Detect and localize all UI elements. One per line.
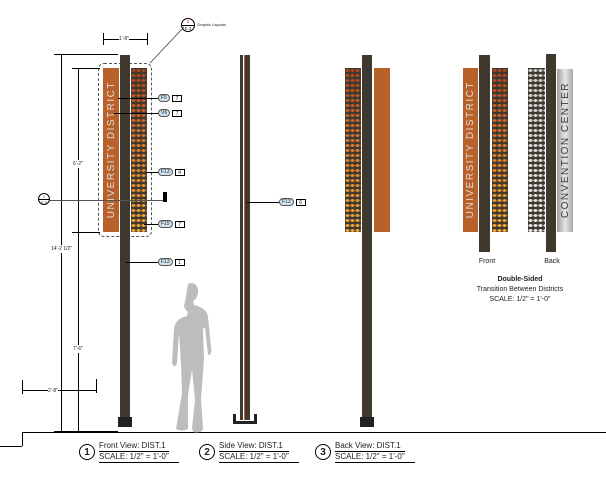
callout-num: 7: [171, 94, 182, 102]
ds-caption-2: Transition Between Districts: [476, 286, 564, 293]
leader: [118, 98, 158, 99]
sign-text: UNIVERSITY DISTRICT: [105, 81, 117, 219]
view-scale: SCALE: 1/2" = 1'-0": [219, 451, 289, 461]
width-dim: 1'-8": [119, 35, 129, 43]
view-name: Side View: DIST.1: [219, 441, 283, 450]
dim-tick: [103, 33, 104, 45]
ds-front-panel: UNIVERSITY DISTRICT: [463, 68, 478, 232]
callout-num: 4: [174, 168, 185, 176]
side-pole: [240, 55, 250, 420]
callout-code: F13: [158, 168, 173, 176]
dim-tick: [72, 232, 100, 233]
leader: [126, 262, 158, 263]
callout-num: 1: [174, 258, 185, 266]
ds-front-text: UNIVERSITY DISTRICT: [465, 81, 476, 219]
pattern-panel: [131, 68, 147, 232]
callout-code: F5: [158, 94, 170, 102]
black-bar: [163, 192, 167, 202]
leader: [247, 202, 279, 203]
view-scale: SCALE: 1/2" = 1'-0": [335, 451, 405, 461]
lower-dim: 7'-6": [73, 345, 83, 353]
view-number: 3: [315, 444, 331, 460]
view-number: 2: [199, 444, 215, 460]
graphic-layouts-label: Graphic Layouts: [197, 22, 227, 27]
back-label: Back: [544, 258, 560, 265]
front-pole: [120, 55, 130, 420]
offset-dim: 2'-8": [48, 387, 58, 395]
leader-line: [149, 26, 185, 64]
back-pole: [362, 55, 372, 420]
callout-num: 6: [295, 198, 306, 206]
ds-back-pole: [546, 54, 556, 252]
ground-line-lower: [0, 446, 22, 447]
base-line: [54, 431, 118, 433]
marker-top: 1: [182, 19, 194, 26]
view-number: 1: [79, 444, 95, 460]
callout-code: F13: [279, 198, 294, 206]
ds-back-text: CONVENTION CENTER: [559, 82, 571, 219]
front-label: Front: [478, 258, 496, 265]
leader: [147, 172, 158, 173]
leader: [144, 224, 158, 225]
dim-tick: [147, 33, 148, 45]
panel-dim: 6'-2": [73, 160, 83, 168]
back-orange-panel: [374, 68, 390, 232]
overall-dim-line: [61, 54, 62, 432]
dim-tick: [22, 380, 23, 394]
front-base: [118, 417, 132, 427]
leader: [114, 113, 158, 114]
section-marker[interactable]: 1 E.3: [38, 193, 50, 205]
section-line: [50, 200, 165, 201]
dim-tick: [96, 379, 97, 393]
callout-code: F13: [158, 258, 173, 266]
section-top: 1: [39, 194, 49, 200]
ds-caption-3: SCALE: 1/2" = 1'-0": [489, 296, 551, 303]
view-name: Front View: DIST.1: [99, 441, 166, 450]
ds-front-pole: [479, 55, 490, 252]
offset-dim-line: [22, 390, 96, 391]
back-pattern-panel: [345, 68, 361, 232]
human-silhouette: [172, 283, 212, 433]
view-name: Back View: DIST.1: [335, 441, 401, 450]
side-base: [233, 414, 257, 424]
dim-tick: [72, 68, 100, 69]
ds-back-panel: CONVENTION CENTER: [557, 69, 573, 232]
dim-tick: [54, 54, 118, 55]
back-base: [360, 417, 374, 427]
callout-num: 7: [172, 109, 183, 117]
panel-dim-line: [78, 68, 79, 432]
callout-code: F15: [158, 220, 173, 228]
overall-dim: 14'-2 1/2": [51, 245, 73, 253]
callout-num: 7: [174, 220, 185, 228]
ground-step: [22, 432, 23, 446]
graphic-layouts-marker[interactable]: 1 E.2: [181, 18, 195, 32]
ds-back-pattern: [528, 68, 545, 232]
marker-bottom: E.2: [184, 26, 192, 31]
ground-line: [22, 432, 606, 433]
callout-code: V6: [158, 109, 171, 117]
ds-front-pattern: [492, 68, 508, 232]
section-bottom: E.3: [40, 200, 47, 205]
ds-caption-1: Double-Sided: [497, 276, 543, 283]
front-sign-panel: UNIVERSITY DISTRICT: [103, 68, 119, 232]
view-scale: SCALE: 1/2" = 1'-0": [99, 451, 169, 461]
